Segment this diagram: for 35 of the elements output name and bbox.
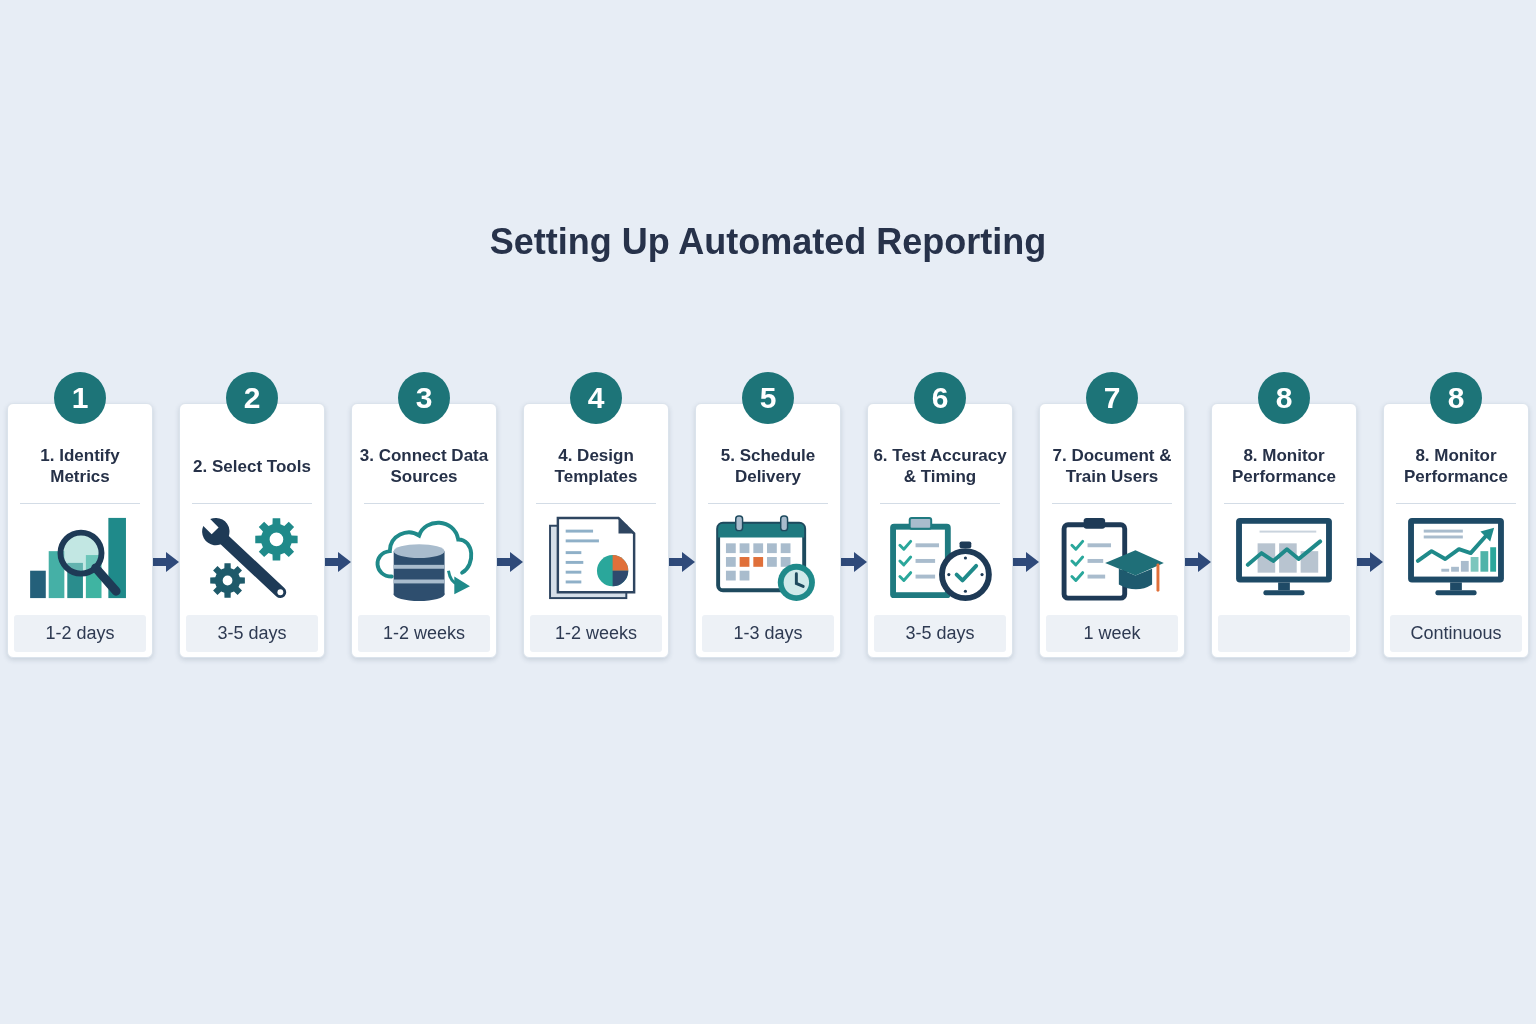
duration-band: Continuous — [1390, 615, 1522, 652]
diagram-title: Setting Up Automated Reporting — [489, 220, 1047, 264]
arrow — [1185, 552, 1211, 572]
step-title: 8. Monitor Performance — [1403, 445, 1509, 487]
arrow — [841, 552, 867, 572]
duration-band: 1-3 days — [702, 615, 834, 652]
duration-band: 3-5 days — [186, 615, 318, 652]
step-number: 8 — [1430, 372, 1482, 424]
step-number: 6 — [914, 372, 966, 424]
step-number: 5 — [742, 372, 794, 424]
step-number: 1 — [54, 372, 106, 424]
step-title: 7. Document & Train Users — [1051, 445, 1173, 487]
step-title: 2. Select Tools — [193, 455, 311, 477]
step-number: 4 — [570, 372, 622, 424]
arrow — [1013, 552, 1039, 572]
arrow — [497, 552, 523, 572]
arrow — [1357, 552, 1383, 572]
duration-band: 1-2 weeks — [358, 615, 490, 652]
step-title: 3. Connect Data Sources — [358, 445, 490, 487]
step-number: 8 — [1258, 372, 1310, 424]
step-title: 5. Schedule Delivery — [719, 445, 817, 487]
arrow — [153, 552, 179, 572]
step-title: 8. Monitor Performance — [1231, 445, 1337, 487]
step-title: 4. Design Templates — [553, 445, 639, 487]
duration-band: 1-2 weeks — [530, 615, 662, 652]
step-number: 2 — [226, 372, 278, 424]
duration-band: 1 week — [1046, 615, 1178, 652]
arrow — [669, 552, 695, 572]
duration-band: 1-2 days — [14, 615, 146, 652]
step-number: 7 — [1086, 372, 1138, 424]
duration-band: 3-5 days — [874, 615, 1006, 652]
step-title: 1. Identify Metrics — [39, 445, 121, 487]
arrow — [325, 552, 351, 572]
step-title: 6. Test Accuracy & Timing — [872, 445, 1008, 487]
step-number: 3 — [398, 372, 450, 424]
